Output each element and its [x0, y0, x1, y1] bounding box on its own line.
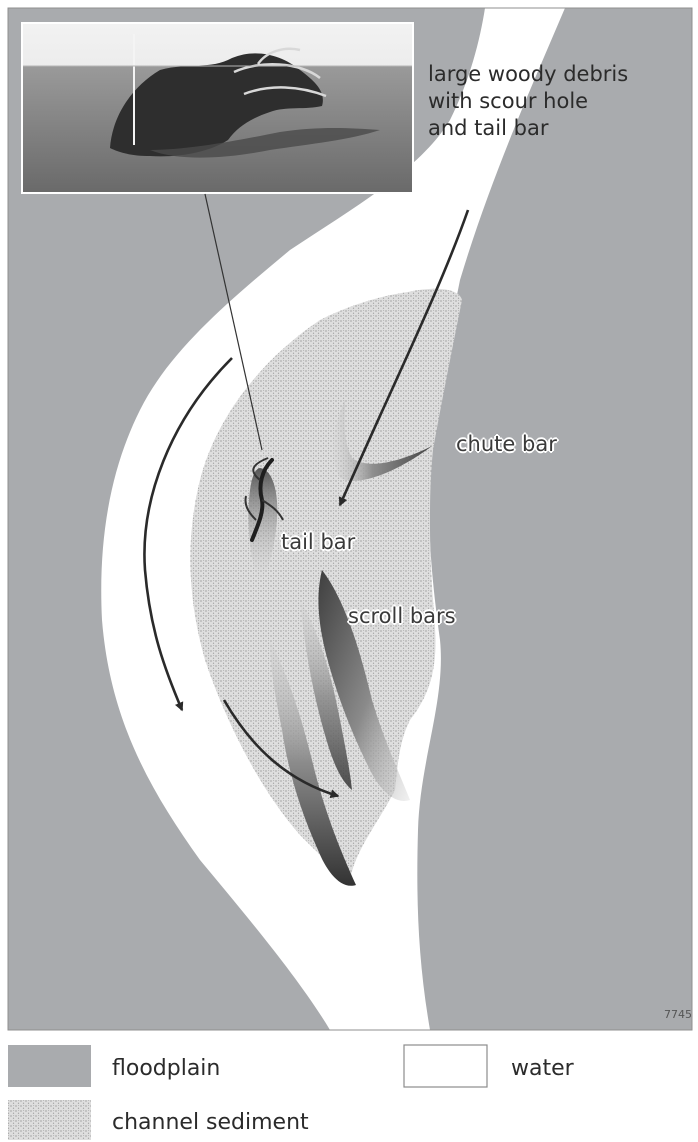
- photo-caption-line-3: and tail bar: [428, 115, 548, 142]
- chute-bar-label: chute bar: [456, 432, 557, 456]
- figure-number: 7745: [664, 1008, 692, 1021]
- photo-caption-line-2: with scour hole: [428, 88, 588, 115]
- tail-bar-label: tail bar: [281, 530, 355, 554]
- photo-caption-line-1: large woody debris: [428, 61, 628, 88]
- legend-floodplain-label: floodplain: [112, 1056, 220, 1081]
- legend-swatch-channel-sediment: [8, 1100, 91, 1140]
- scroll-bars-label: scroll bars: [348, 604, 456, 628]
- legend-swatch-floodplain: [8, 1045, 91, 1087]
- debris-photo-inset: [21, 22, 414, 194]
- legend-channel-sediment-label: channel sediment: [112, 1110, 309, 1135]
- legend-swatch-water: [404, 1045, 487, 1087]
- legend-water-label: water: [511, 1056, 574, 1081]
